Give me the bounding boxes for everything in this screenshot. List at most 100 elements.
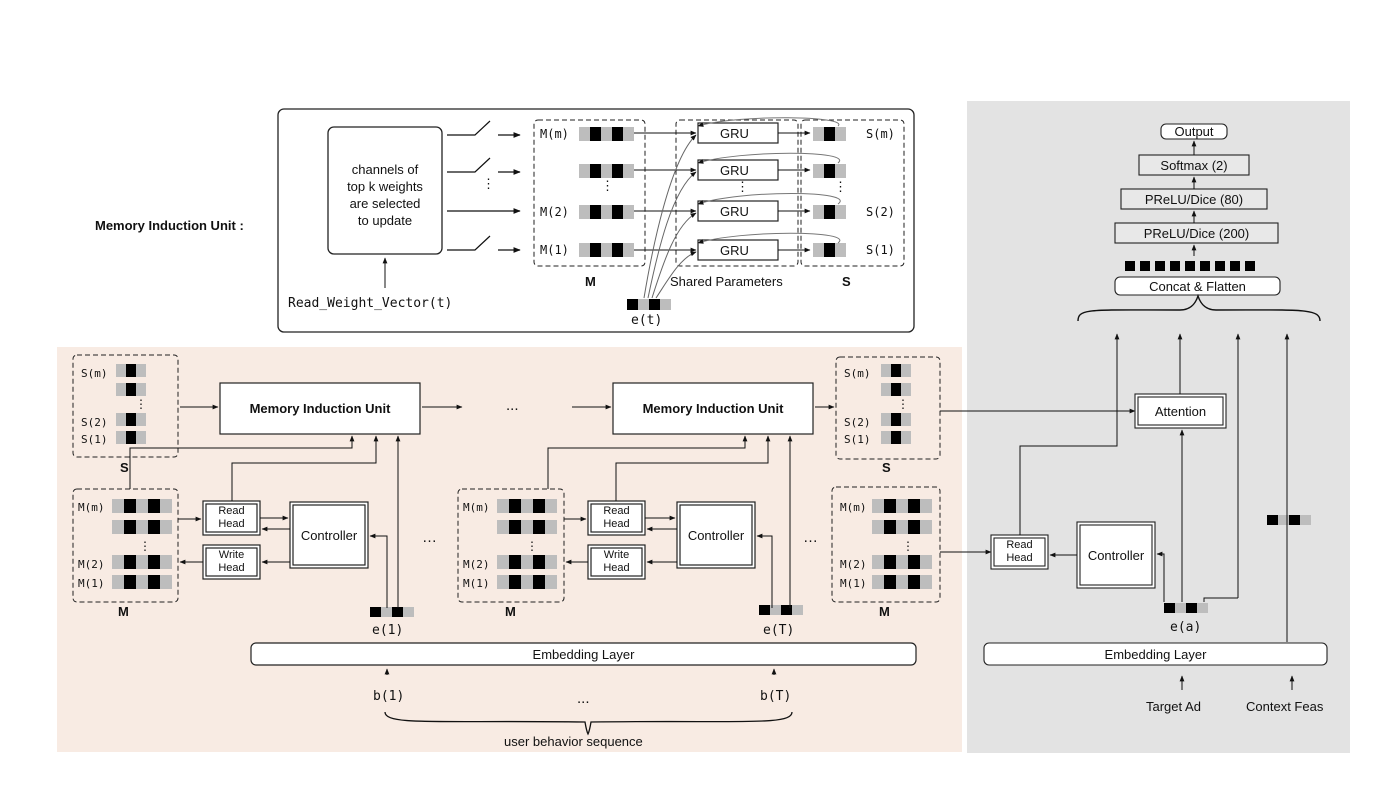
controller-label: Controller bbox=[687, 527, 745, 543]
prelu200-box bbox=[1114, 222, 1279, 244]
embedding-cell bbox=[1278, 515, 1289, 525]
embedding-cell bbox=[590, 127, 601, 141]
embedding-cell bbox=[392, 607, 403, 617]
concat-label: Concat & Flatten bbox=[1149, 278, 1246, 294]
memory-group-1 bbox=[72, 488, 179, 603]
state-group-1 bbox=[72, 354, 179, 458]
state-group-3 bbox=[835, 356, 941, 460]
embedding-cell bbox=[126, 431, 136, 444]
embedding-cell bbox=[509, 520, 521, 534]
embedding-cell bbox=[824, 243, 835, 257]
embedding-cell bbox=[136, 520, 148, 534]
ellipsis: … bbox=[422, 529, 437, 546]
behavior-label: b(T) bbox=[760, 689, 792, 704]
miu-memory-slot: M(m) bbox=[540, 127, 569, 141]
embedding-cell bbox=[891, 431, 901, 444]
embedding-layer-left bbox=[250, 642, 917, 666]
concat-cell bbox=[1245, 261, 1255, 271]
embedding-cell bbox=[579, 205, 590, 219]
concat-box bbox=[1114, 276, 1281, 296]
behavior-label: b(1) bbox=[373, 689, 405, 704]
read-head-line: Head bbox=[1006, 552, 1033, 564]
memory-group-2 bbox=[457, 488, 565, 603]
state-slot: S(m) bbox=[81, 367, 108, 380]
write-head-line: Write bbox=[603, 549, 630, 561]
embedding-cell bbox=[623, 164, 634, 178]
memory-label: M bbox=[879, 604, 890, 619]
state-label: S bbox=[882, 460, 891, 475]
embedding-cell bbox=[792, 605, 803, 615]
ellipsis-vertical: ⋮ bbox=[736, 179, 749, 194]
embedding-cell bbox=[1197, 603, 1208, 613]
read-head-line: Head bbox=[218, 518, 245, 530]
channel-switches bbox=[447, 120, 521, 253]
embedding-cell bbox=[824, 205, 835, 219]
memory-slot: M(1) bbox=[78, 577, 105, 590]
embedding-cell bbox=[901, 364, 911, 377]
embedding-cell bbox=[116, 431, 126, 444]
controller-label: Controller bbox=[1087, 547, 1145, 563]
target-input-label: e(a) bbox=[1170, 620, 1202, 635]
read-head-label: Read Head bbox=[991, 535, 1048, 569]
embedding-cell bbox=[126, 364, 136, 377]
embedding-cell bbox=[160, 499, 172, 513]
embedding-cell bbox=[881, 364, 891, 377]
embedding-cell bbox=[590, 243, 601, 257]
embedding-cell bbox=[136, 413, 146, 426]
embedding-cell bbox=[579, 164, 590, 178]
embedding-cell bbox=[835, 164, 846, 178]
embedding-cell bbox=[759, 605, 770, 615]
gru-label: GRU bbox=[720, 126, 749, 141]
embedding-cell bbox=[649, 299, 660, 310]
embedding-cell bbox=[623, 205, 634, 219]
write-head-line: Head bbox=[218, 562, 245, 574]
embedding-cell bbox=[920, 575, 932, 589]
embedding-cell bbox=[497, 575, 509, 589]
embedding-cell bbox=[403, 607, 414, 617]
concat-cell bbox=[1230, 261, 1240, 271]
read-head-line: Read bbox=[218, 505, 245, 517]
embedding-cell bbox=[148, 520, 160, 534]
channel-text-line: top k weights bbox=[347, 179, 423, 194]
memory-slot: M(m) bbox=[463, 501, 490, 514]
prelu80-label: PReLU/Dice (80) bbox=[1144, 191, 1244, 207]
embedding-cell bbox=[623, 127, 634, 141]
target-ad-label: Target Ad bbox=[1146, 699, 1201, 714]
input-label: e(1) bbox=[372, 623, 404, 638]
read-head-line: Read bbox=[1006, 539, 1033, 551]
embedding-cell bbox=[590, 205, 601, 219]
ellipsis-vertical: ⋮ bbox=[135, 397, 147, 411]
read-head-label: Read Head bbox=[588, 501, 645, 535]
memory-slot: M(1) bbox=[840, 577, 867, 590]
embedding-cell bbox=[908, 499, 920, 513]
concat-cell bbox=[1215, 261, 1225, 271]
embedding-cell bbox=[824, 127, 835, 141]
embedding-cell bbox=[370, 607, 381, 617]
embedding-cell bbox=[126, 413, 136, 426]
miu-state-label: S bbox=[842, 274, 851, 289]
memory-slot: M(m) bbox=[78, 501, 105, 514]
embedding-cell bbox=[148, 499, 160, 513]
miu-memory-slot: M(1) bbox=[540, 243, 569, 257]
gru-label: GRU bbox=[720, 243, 749, 258]
embedding-cell bbox=[884, 575, 896, 589]
embedding-cell bbox=[813, 205, 824, 219]
embedding-cell bbox=[533, 520, 545, 534]
read-head-line: Read bbox=[603, 505, 630, 517]
ellipsis: … bbox=[803, 529, 818, 546]
embedding-cell bbox=[908, 520, 920, 534]
embedding-cell bbox=[601, 205, 612, 219]
embedding-cell bbox=[891, 413, 901, 426]
channel-text-line: to update bbox=[357, 213, 413, 228]
concat-cell bbox=[1170, 261, 1180, 271]
embedding-cell bbox=[896, 520, 908, 534]
miu-state-group bbox=[800, 119, 905, 267]
embedding-cell bbox=[148, 555, 160, 569]
ellipsis-vertical: ⋮ bbox=[902, 539, 914, 553]
embedding-cell bbox=[601, 243, 612, 257]
embedding-cell bbox=[908, 555, 920, 569]
embedding-cell bbox=[901, 431, 911, 444]
miu-block-2 bbox=[612, 382, 814, 435]
write-head-label: Write Head bbox=[588, 545, 645, 579]
